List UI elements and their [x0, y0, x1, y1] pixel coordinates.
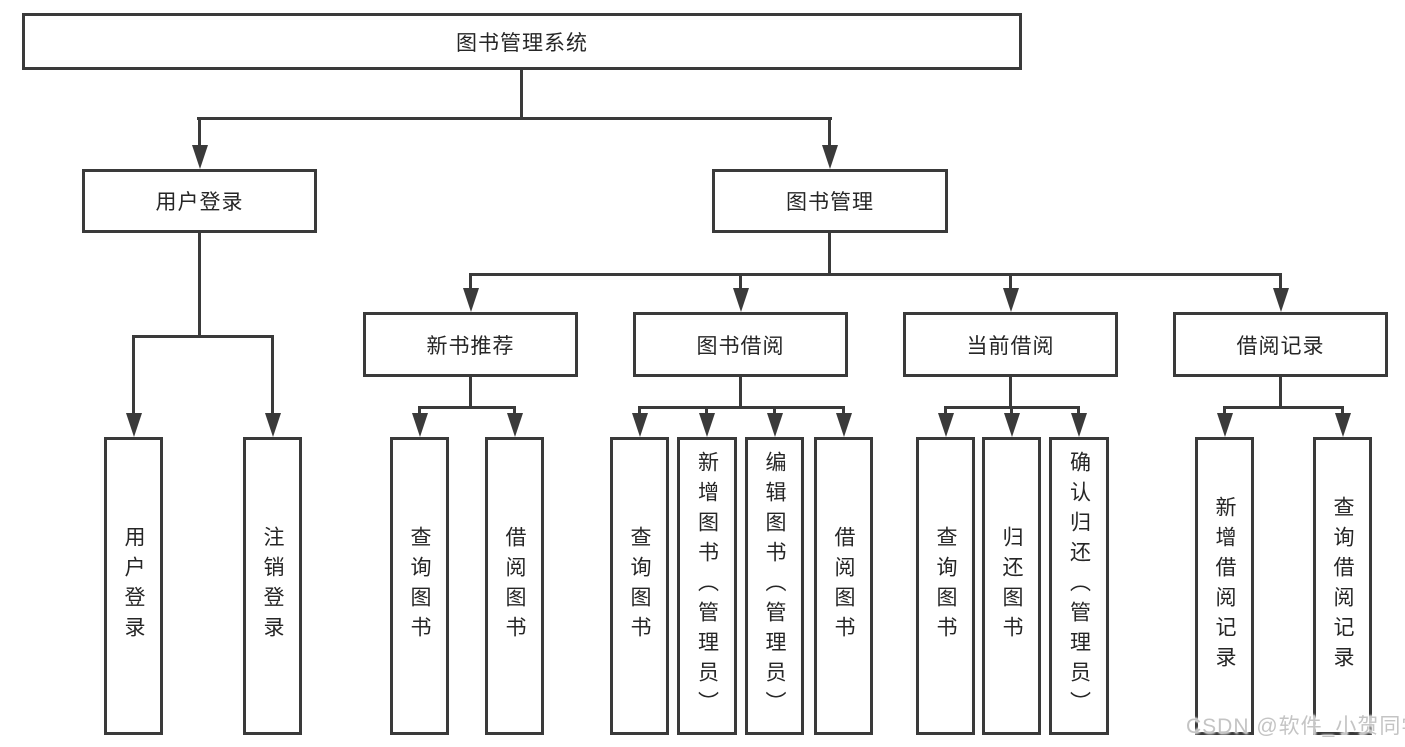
connector-branch — [418, 406, 516, 409]
connector-line — [842, 406, 845, 418]
arrowhead — [1004, 413, 1020, 437]
connector-level3-branch — [469, 273, 1281, 276]
node-current-borrow-label: 当前借阅 — [966, 334, 1055, 358]
leaf-edit-books-admin: 编辑图书（管理员） — [745, 437, 804, 735]
connector-line — [418, 406, 421, 418]
connector-line — [198, 233, 201, 337]
leaf-return-books: 归还图书 — [982, 437, 1041, 735]
node-book-borrow: 图书借阅 — [633, 312, 848, 377]
node-new-book-rec-label: 新书推荐 — [426, 334, 515, 358]
connector-line — [271, 335, 274, 417]
connector-branch — [638, 406, 845, 409]
connector-line — [1279, 377, 1282, 408]
arrowhead — [126, 413, 142, 437]
connector-line — [1009, 273, 1012, 294]
arrowhead — [412, 413, 428, 437]
node-book-mgmt: 图书管理 — [712, 169, 948, 233]
node-book-borrow-label: 图书借阅 — [696, 334, 785, 358]
leaf-label: 查询图书 — [934, 526, 957, 646]
connector-line — [705, 406, 708, 418]
node-root-label: 图书管理系统 — [456, 31, 588, 55]
node-user-login: 用户登录 — [82, 169, 317, 233]
leaf-add-books-admin: 新增图书（管理员） — [677, 437, 737, 735]
leaf-borrow-books-rec: 借阅图书 — [485, 437, 544, 735]
connector-line — [828, 233, 831, 275]
leaf-borrow-books: 借阅图书 — [814, 437, 873, 735]
connector-line — [944, 406, 947, 418]
arrowhead — [1003, 288, 1019, 312]
connector-line — [1223, 406, 1226, 418]
arrowhead — [192, 145, 208, 169]
arrowhead — [733, 288, 749, 312]
connector-level1-branch — [197, 117, 832, 120]
node-new-book-rec: 新书推荐 — [363, 312, 578, 377]
leaf-label: 查询图书 — [408, 526, 431, 646]
connector-line — [198, 117, 201, 151]
leaf-label: 新增图书（管理员） — [695, 451, 719, 721]
leaf-label: 借阅图书 — [832, 526, 855, 646]
connector-line — [773, 406, 776, 418]
leaf-label: 用户登录 — [122, 526, 145, 646]
arrowhead — [632, 413, 648, 437]
arrowhead — [767, 413, 783, 437]
leaf-label: 归还图书 — [1000, 526, 1023, 646]
connector-line — [739, 377, 742, 408]
arrowhead — [1071, 413, 1087, 437]
leaf-label: 查询图书 — [628, 526, 651, 646]
arrowhead — [1217, 413, 1233, 437]
connector-line — [638, 406, 641, 418]
connector-branch — [132, 335, 274, 338]
connector-line — [1279, 273, 1282, 294]
arrowhead — [1335, 413, 1351, 437]
leaf-label: 确认归还（管理员） — [1067, 451, 1091, 721]
node-root: 图书管理系统 — [22, 13, 1022, 70]
node-user-login-label: 用户登录 — [155, 191, 244, 214]
connector-line — [513, 406, 516, 418]
arrowhead — [1273, 288, 1289, 312]
leaf-label: 借阅图书 — [503, 526, 526, 646]
leaf-query-borrow-record: 查询借阅记录 — [1313, 437, 1372, 735]
connector-line — [1341, 406, 1344, 418]
node-current-borrow: 当前借阅 — [903, 312, 1118, 377]
leaf-query-books-current: 查询图书 — [916, 437, 975, 735]
leaf-label: 查询借阅记录 — [1331, 496, 1354, 676]
arrowhead — [822, 145, 838, 169]
arrowhead — [265, 413, 281, 437]
leaf-user-login: 用户登录 — [104, 437, 163, 735]
leaf-query-books-rec: 查询图书 — [390, 437, 449, 735]
arrowhead — [699, 413, 715, 437]
leaf-logout: 注销登录 — [243, 437, 302, 735]
arrowhead — [938, 413, 954, 437]
leaf-query-books-borrow: 查询图书 — [610, 437, 669, 735]
node-borrow-records: 借阅记录 — [1173, 312, 1388, 377]
connector-line — [132, 335, 135, 417]
connector-line — [469, 273, 472, 294]
connector-line — [469, 377, 472, 408]
leaf-label: 新增借阅记录 — [1213, 496, 1236, 676]
leaf-add-borrow-record: 新增借阅记录 — [1195, 437, 1254, 735]
connector-branch — [1223, 406, 1344, 409]
leaf-label: 注销登录 — [261, 526, 284, 646]
node-borrow-records-label: 借阅记录 — [1236, 334, 1325, 358]
leaf-confirm-return-admin: 确认归还（管理员） — [1049, 437, 1109, 735]
connector-line — [828, 117, 831, 151]
connector-line — [739, 273, 742, 294]
connector-root-stub — [520, 69, 523, 119]
arrowhead — [836, 413, 852, 437]
csdn-watermark: CSDN @软件_小贺同学 — [1186, 715, 1405, 738]
arrowhead — [463, 288, 479, 312]
connector-line — [1077, 406, 1080, 418]
connector-line — [1010, 406, 1013, 418]
arrowhead — [507, 413, 523, 437]
leaf-label: 编辑图书（管理员） — [763, 451, 786, 721]
connector-line — [1009, 377, 1012, 408]
node-book-mgmt-label: 图书管理 — [786, 191, 874, 214]
